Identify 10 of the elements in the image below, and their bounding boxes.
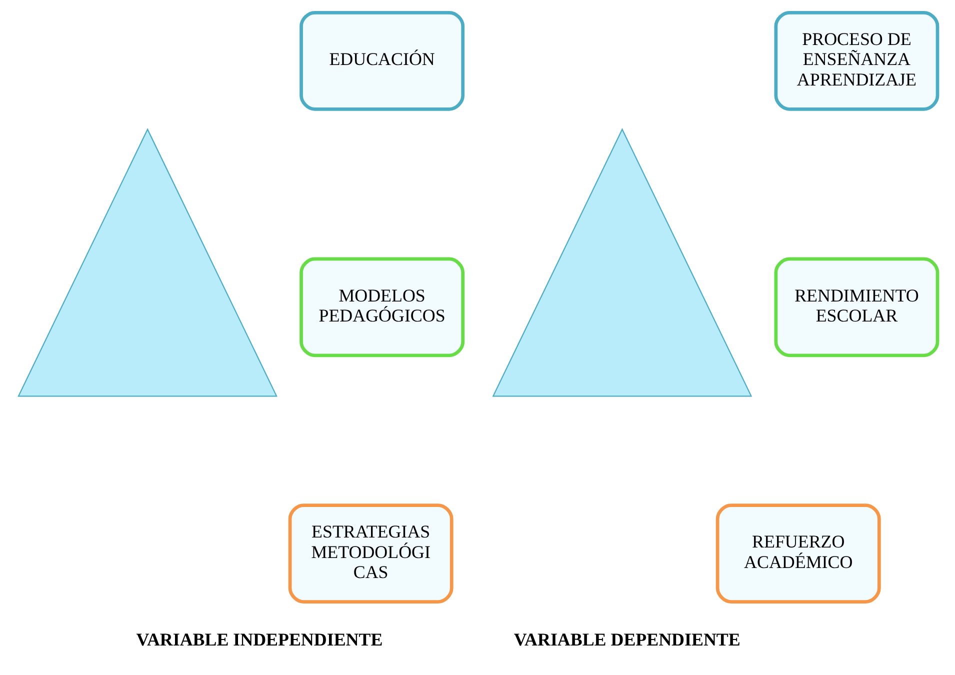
node-box: PROCESO DE ENSEÑANZA APRENDIZAJE <box>774 10 939 111</box>
node-box: RENDIMIENTO ESCOLAR <box>774 257 939 358</box>
node-box: ESTRATEGIAS METODOLÓGI CAS <box>288 504 453 604</box>
node-box: REFUERZO ACADÉMICO <box>715 504 880 604</box>
node-triangle <box>17 128 277 397</box>
node-box: MODELOS PEDAGÓGICOS <box>299 257 464 358</box>
label: VARIABLE DEPENDIENTE <box>513 629 740 650</box>
label: VARIABLE INDEPENDIENTE <box>136 629 382 650</box>
node-triangle <box>492 128 752 397</box>
node-box: EDUCACIÓN <box>299 10 464 111</box>
